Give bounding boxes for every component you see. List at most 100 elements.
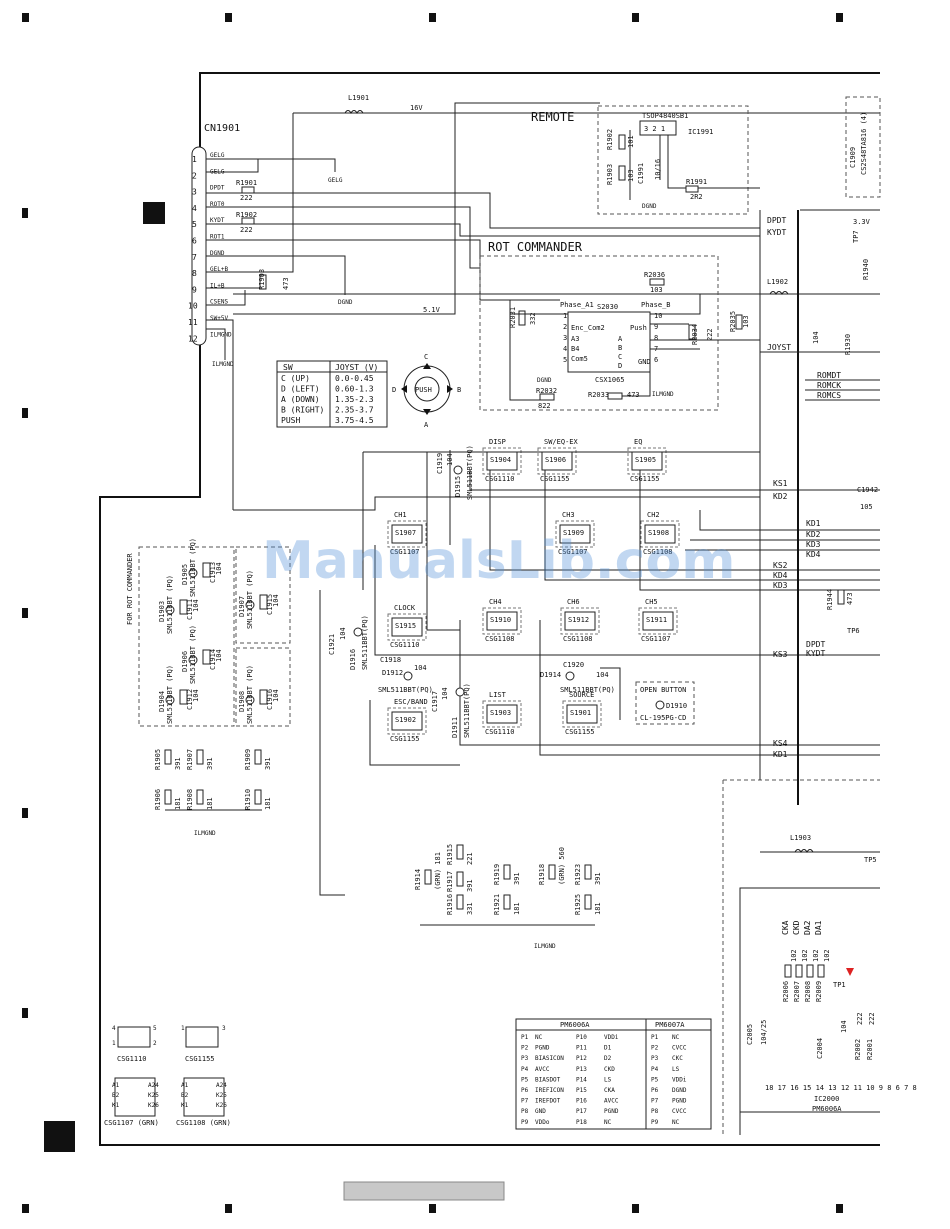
svg-text:CSG1107 (GRN): CSG1107 (GRN)	[104, 1119, 159, 1127]
pin-table-cell: VDDo	[535, 1119, 550, 1126]
rot-pin-left: 3	[563, 334, 567, 342]
switch-ref: S1909	[563, 529, 584, 537]
switch-ref: S1911	[646, 616, 667, 624]
connector-pin-label: DGND	[210, 250, 225, 257]
connector-pin-number: 5	[192, 220, 197, 229]
svg-text:K26: K26	[148, 1102, 159, 1109]
pin-table-cell: P11	[576, 1045, 587, 1052]
switch-ref: S1910	[490, 616, 511, 624]
resistor-ref: R1908	[186, 789, 194, 810]
svg-text:DPDT: DPDT	[806, 640, 825, 649]
rot-position-letter: C	[618, 353, 622, 361]
svg-text:C1917: C1917	[431, 691, 439, 712]
svg-text:C2004: C2004	[816, 1038, 824, 1059]
svg-text:16V: 16V	[410, 104, 423, 112]
svg-text:OPEN BUTTON: OPEN BUTTON	[640, 686, 686, 694]
svg-text:R1944: R1944	[826, 589, 834, 610]
switch-matrix-wiring	[233, 209, 880, 896]
svg-text:2R2: 2R2	[690, 193, 703, 201]
connector-pin-number: 12	[188, 334, 198, 343]
svg-text:C: C	[424, 353, 428, 361]
svg-text:SML511BBT(PQ): SML511BBT(PQ)	[463, 683, 471, 738]
rot-commander-block: ROT COMMANDER R2036 103 S2030 Phase_A1 P…	[479, 240, 760, 411]
switch-ref: S1901	[570, 709, 591, 717]
rot-pin-right: 8	[654, 334, 658, 342]
switch-part: CSG1108	[485, 635, 515, 643]
switch-ref: S1906	[545, 456, 566, 464]
svg-text:D1911: D1911	[451, 717, 459, 738]
pin-table-cell: NC	[535, 1034, 543, 1041]
svg-text:104: 104	[812, 331, 820, 344]
svg-text:CSG1108 (GRN): CSG1108 (GRN)	[176, 1119, 231, 1127]
pin-table-cell: CVCC	[672, 1108, 687, 1115]
svg-text:A1: A1	[112, 1082, 120, 1089]
pin-table-cell: VDDi	[672, 1076, 687, 1083]
pin-table-cell: VDDi	[604, 1034, 619, 1041]
pin-table-cell: IREFDOT	[535, 1098, 561, 1105]
switch-ref: S1907	[395, 529, 416, 537]
joystick-row-voltage: 1.35-2.3	[335, 395, 374, 404]
connector-pin-number: 3	[192, 188, 197, 197]
svg-text:ROMDT: ROMDT	[817, 371, 841, 380]
svg-text:B: B	[457, 386, 461, 394]
pin-table-cell: P3	[521, 1055, 529, 1062]
svg-text:FOR ROT COMMANDER: FOR ROT COMMANDER	[126, 553, 134, 625]
connector-pin-number: 11	[188, 318, 198, 327]
svg-text:5.1V: 5.1V	[423, 306, 441, 314]
svg-text:Phase_A1: Phase_A1	[560, 301, 594, 309]
svg-text:K1: K1	[181, 1102, 189, 1109]
svg-text:473: 473	[846, 592, 854, 605]
switch-part: CSG1107	[390, 548, 420, 556]
svg-text:PM6007A: PM6007A	[655, 1021, 685, 1029]
resistor-value: (GRN) 560	[558, 847, 566, 885]
switch-ref: S1905	[635, 456, 656, 464]
pin-table-cell: CVCC	[672, 1045, 687, 1052]
svg-text:SML511BBT(PQ): SML511BBT(PQ)	[466, 445, 474, 500]
pin-table-cell: PGND	[535, 1045, 550, 1052]
svg-text:IC2000: IC2000	[814, 1095, 839, 1103]
connector-pin-label: GELG	[210, 152, 225, 159]
svg-text:B2: B2	[112, 1092, 120, 1099]
switch-title: CH3	[562, 511, 575, 519]
rot-led-cap-value: 104	[272, 594, 280, 607]
svg-text:104: 104	[339, 627, 347, 640]
rot-led-part: SML511BBT (PQ)	[189, 625, 197, 684]
joystick-row-sw: PUSH	[281, 416, 300, 425]
joystick-table: SW JOYST (V) C (UP)0.0-0.45D (LEFT)0.60-…	[276, 360, 388, 428]
svg-text:SML511BBT(PQ): SML511BBT(PQ)	[560, 686, 615, 694]
pin-table-cell: D1	[604, 1045, 612, 1052]
connector-pin-number: 1	[192, 155, 197, 164]
switch-part: CSG1110	[390, 641, 420, 649]
svg-text:ROMCK: ROMCK	[817, 381, 841, 390]
rot-led-cap: C1914	[209, 649, 217, 670]
switch-title: DISP	[489, 438, 506, 446]
switch-title: CH6	[567, 598, 580, 606]
svg-text:222: 222	[240, 226, 253, 234]
rot-led-ref: D1908	[238, 691, 246, 712]
svg-text:222: 222	[868, 1012, 876, 1025]
svg-text:K25: K25	[148, 1092, 159, 1099]
svg-text:KD4: KD4	[806, 550, 821, 559]
switch-title: EQ	[634, 438, 642, 446]
led-indicators: C1919 104 D1915 SML511BBT(PQ) C1921 104 …	[328, 445, 695, 738]
ic-resistor-value: 102	[790, 949, 798, 962]
pin-table-cell: CKC	[672, 1055, 683, 1062]
svg-text:473: 473	[627, 391, 640, 399]
svg-text:105: 105	[860, 503, 873, 511]
svg-text:A24: A24	[216, 1082, 227, 1089]
svg-text:PM6006A: PM6006A	[812, 1105, 842, 1113]
